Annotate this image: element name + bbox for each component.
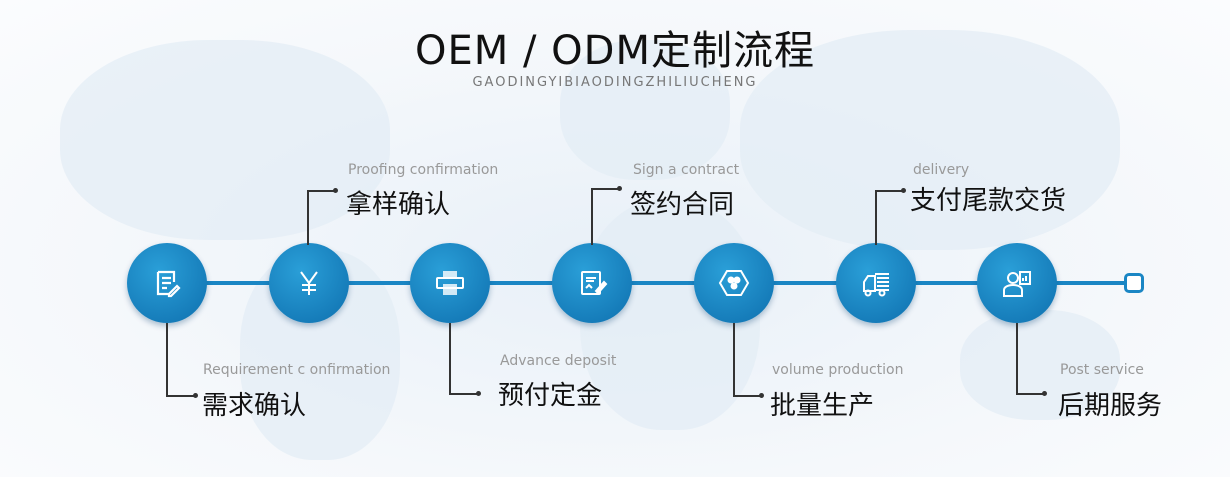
yen-icon bbox=[300, 271, 318, 295]
step-5-dot bbox=[759, 393, 764, 398]
step-5-en: volume production bbox=[772, 362, 904, 378]
timeline-line bbox=[167, 281, 1127, 285]
step-1-dot bbox=[193, 393, 198, 398]
step-4-en: Sign a contract bbox=[633, 162, 740, 178]
service-person-icon bbox=[1003, 271, 1031, 297]
step-7-connector bbox=[1016, 323, 1046, 395]
page-title: OEM / ODM定制流程 bbox=[415, 28, 815, 74]
step-3-dot bbox=[476, 391, 481, 396]
hexagon-dots-icon bbox=[718, 270, 750, 296]
step-7-en: Post service bbox=[1060, 362, 1144, 378]
step-3-zh: 预付定金 bbox=[498, 381, 603, 411]
step-4-zh: 签约合同 bbox=[630, 190, 735, 220]
step-6-connector bbox=[875, 190, 905, 245]
step-2-en: Proofing confirmation bbox=[348, 162, 499, 178]
step-7-dot bbox=[1042, 391, 1047, 396]
page-subtitle: GAODINGYIBIAODINGZHILIUCHENG bbox=[472, 75, 758, 90]
step-5-zh: 批量生产 bbox=[770, 391, 875, 421]
printer-icon bbox=[436, 271, 464, 295]
step-2-connector bbox=[307, 190, 337, 245]
step-4-dot bbox=[617, 186, 622, 191]
contract-sign-icon bbox=[581, 271, 608, 295]
step-3-connector bbox=[449, 323, 479, 395]
step-4-connector bbox=[591, 188, 621, 245]
step-1-zh: 需求确认 bbox=[202, 391, 307, 421]
document-edit-icon bbox=[156, 270, 181, 298]
step-1-connector bbox=[166, 323, 196, 397]
step-6-dot bbox=[901, 188, 906, 193]
step-1-circle bbox=[127, 243, 207, 323]
step-1-en: Requirement c onfirmation bbox=[203, 362, 391, 378]
step-5-connector bbox=[733, 323, 763, 397]
step-2-zh: 拿样确认 bbox=[346, 190, 451, 220]
step-2-circle bbox=[269, 243, 349, 323]
step-4-circle bbox=[552, 243, 632, 323]
timeline-end-marker bbox=[1124, 273, 1144, 293]
step-6-circle bbox=[836, 243, 916, 323]
step-5-circle bbox=[694, 243, 774, 323]
step-3-en: Advance deposit bbox=[500, 353, 617, 369]
step-3-circle bbox=[410, 243, 490, 323]
step-6-en: delivery bbox=[913, 162, 970, 178]
step-2-dot bbox=[333, 188, 338, 193]
step-6-zh: 支付尾款交货 bbox=[910, 186, 1067, 216]
step-7-circle bbox=[977, 243, 1057, 323]
truck-icon bbox=[863, 273, 889, 297]
step-7-zh: 后期服务 bbox=[1058, 391, 1163, 421]
